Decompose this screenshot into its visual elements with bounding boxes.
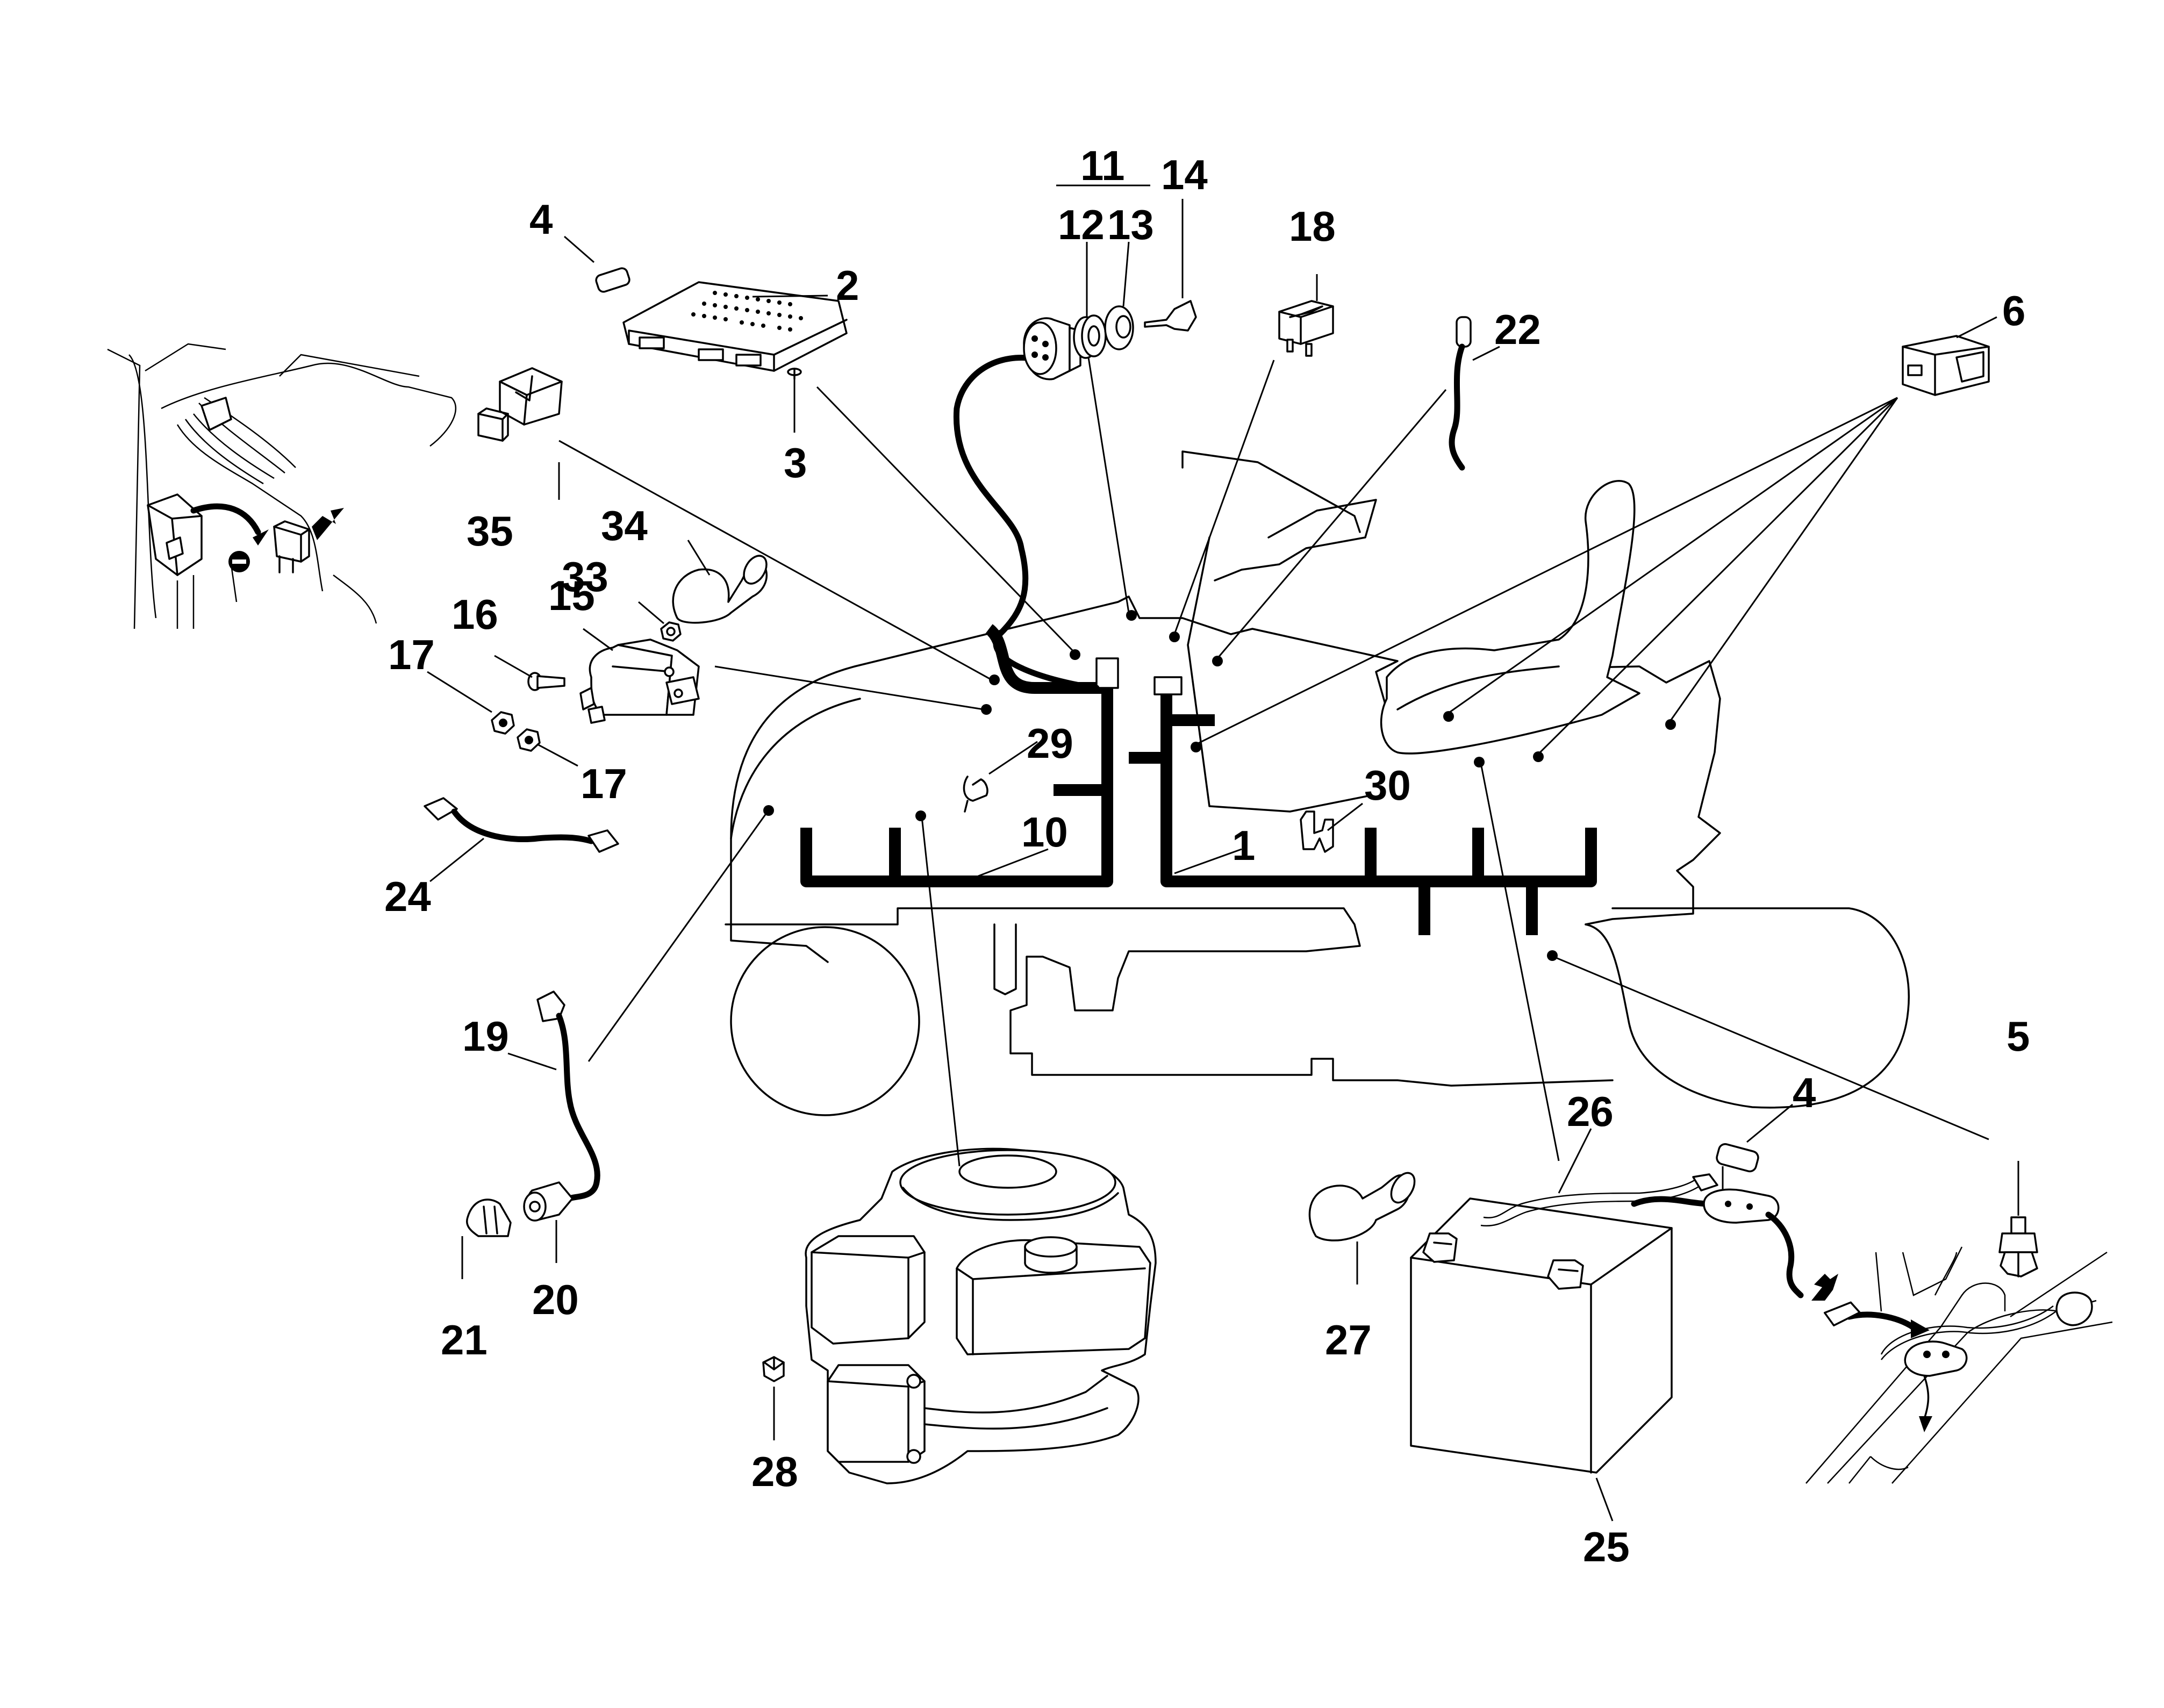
rocker-switch-icon xyxy=(1278,300,1334,357)
screw-icon xyxy=(787,368,802,380)
part-number: 33 xyxy=(562,553,608,600)
cable-clip-icon xyxy=(1300,810,1334,853)
part-number: 21 xyxy=(441,1316,488,1363)
connection-lines xyxy=(558,357,1989,1167)
nut-icon xyxy=(517,728,541,752)
leader-lines xyxy=(427,184,2019,1522)
part-number: 1 xyxy=(1232,822,1255,869)
part-number: 3 xyxy=(784,439,807,486)
sensor-icon xyxy=(1998,1216,2038,1278)
cable-clip-icon xyxy=(963,776,988,813)
engine-icon xyxy=(805,1147,1157,1484)
part-number: 18 xyxy=(1289,203,1336,250)
fuse-blade-icon xyxy=(477,407,509,442)
rubber-boot-icon xyxy=(672,555,768,624)
fuse-location-detail xyxy=(1805,1246,2113,1484)
bolt-icon xyxy=(527,672,565,691)
rubber-boot-icon xyxy=(1308,1172,1416,1241)
ignition-switch-icon xyxy=(1023,317,1081,381)
part-number: 30 xyxy=(1364,762,1411,809)
battery-icon xyxy=(1410,1197,1673,1474)
nut-icon xyxy=(660,621,682,642)
part-number: 13 xyxy=(1107,201,1154,248)
solenoid-icon xyxy=(579,638,700,724)
circuit-board-icon xyxy=(622,281,848,372)
part-number: 22 xyxy=(1494,306,1541,353)
mower-outline xyxy=(725,450,1910,1116)
part-number: 25 xyxy=(1583,1523,1630,1570)
part-number: 20 xyxy=(532,1276,579,1323)
part-number: 26 xyxy=(1567,1088,1614,1135)
part-number: 14 xyxy=(1161,151,1208,198)
part-number: 17 xyxy=(388,631,435,678)
part-number-labels: 1 2 3 4 4 5 6 10 11 12 13 14 15 16 17 17… xyxy=(384,142,2030,1570)
part-number: 28 xyxy=(751,1448,798,1495)
main-wiring-harness xyxy=(800,624,1597,935)
switch-icon xyxy=(1902,335,1990,396)
part-number: 2 xyxy=(836,262,859,309)
part-number: 12 xyxy=(1058,201,1105,248)
fuse-icon xyxy=(595,267,630,293)
ignition-cable xyxy=(953,355,1100,691)
battery-cable-icon xyxy=(1480,1173,1804,1298)
part-number: 19 xyxy=(462,1013,509,1060)
washer-icon xyxy=(1104,305,1134,350)
part-number: 4 xyxy=(1793,1069,1816,1116)
part-number: 16 xyxy=(452,591,498,638)
part-number: 11 xyxy=(1080,142,1124,189)
part-number: 34 xyxy=(601,502,648,549)
part-number: 5 xyxy=(2007,1013,2030,1060)
part-number: 4 xyxy=(529,196,553,243)
part-number: 29 xyxy=(1027,720,1073,767)
bulb-icon xyxy=(466,1199,512,1237)
part-number: 35 xyxy=(467,507,513,555)
fuse-icon xyxy=(1716,1143,1759,1173)
part-number: 10 xyxy=(1021,808,1068,856)
sensor-wire-icon xyxy=(1449,316,1472,471)
relay-icon xyxy=(499,367,563,426)
ignition-key-icon xyxy=(1144,300,1197,332)
ring-nut-icon xyxy=(1073,314,1107,359)
part-number: 15 xyxy=(548,572,595,619)
part-number: 17 xyxy=(581,760,627,807)
wire-lead-icon xyxy=(424,797,619,853)
relay-location-detail xyxy=(107,343,457,629)
bulb-socket-icon xyxy=(523,1181,574,1222)
part-number: 24 xyxy=(384,873,431,920)
part-number: 27 xyxy=(1325,1316,1372,1363)
part-number: 6 xyxy=(2002,287,2025,334)
nut-icon xyxy=(762,1356,785,1382)
nut-icon xyxy=(491,711,515,735)
lamp-wire-icon xyxy=(536,991,600,1202)
